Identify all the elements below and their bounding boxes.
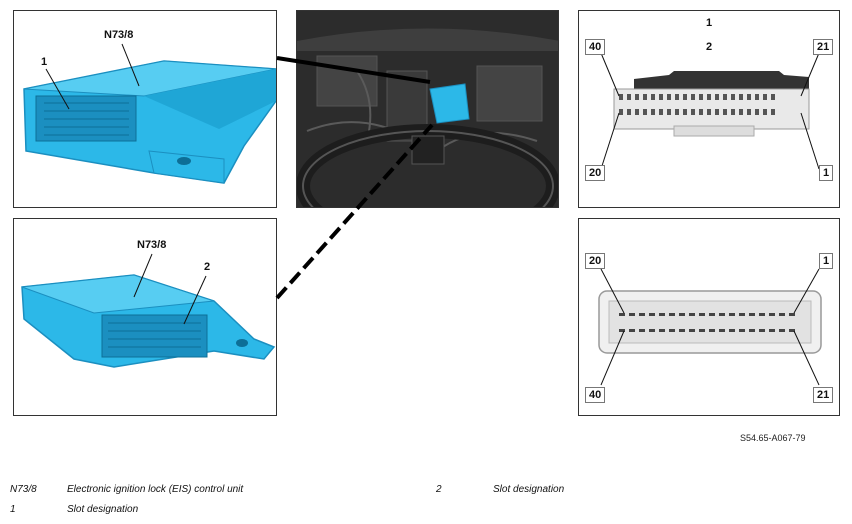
pin-1-label: 1 xyxy=(819,165,834,181)
legend-item-2: 2 Slot designation xyxy=(436,484,836,498)
legend-desc: Slot designation xyxy=(67,504,139,515)
engine-bay-illustration xyxy=(297,11,558,207)
legend-item-n73-8: N73/8 Electronic ignition lock (EIS) con… xyxy=(10,484,430,498)
pin-20-label: 20 xyxy=(585,165,606,181)
legend-item-1: 1 Slot designation xyxy=(10,504,430,518)
callout-1-label: 1 xyxy=(41,56,48,68)
panel-connector-front: 20 1 40 21 xyxy=(578,218,840,416)
callout-part-label: N73/8 xyxy=(104,29,134,41)
control-unit-illustration-a xyxy=(23,43,276,184)
pin-21-label: 21 xyxy=(813,39,834,55)
top-label-1: 1 xyxy=(706,17,713,29)
legend-key: 1 xyxy=(10,504,16,515)
pin-1-label: 1 xyxy=(819,253,834,269)
legend-key: 2 xyxy=(436,484,442,495)
legend-key: N73/8 xyxy=(10,484,37,495)
callout-part-label: N73/8 xyxy=(137,239,167,251)
panel-installation-location xyxy=(296,10,559,208)
panel-unit-top-view: N73/8 1 xyxy=(13,10,277,208)
control-unit-illustration-b xyxy=(21,253,276,368)
panel-connector-top: 1 2 40 21 20 1 xyxy=(578,10,840,208)
callout-2-label: 2 xyxy=(204,261,211,273)
pin-40-label: 40 xyxy=(585,387,606,403)
connector-illustration-front xyxy=(598,268,822,386)
legend-desc: Electronic ignition lock (EIS) control u… xyxy=(67,484,244,495)
panel-unit-side-view: N73/8 2 xyxy=(13,218,277,416)
pin-21-label: 21 xyxy=(813,387,834,403)
top-label-2: 2 xyxy=(706,41,713,53)
pin-40-label: 40 xyxy=(585,39,606,55)
connector-illustration-top xyxy=(600,52,820,170)
legend-desc: Slot designation xyxy=(493,484,565,495)
pin-20-label: 20 xyxy=(585,253,606,269)
document-code: S54.65-A067-79 xyxy=(740,433,806,443)
